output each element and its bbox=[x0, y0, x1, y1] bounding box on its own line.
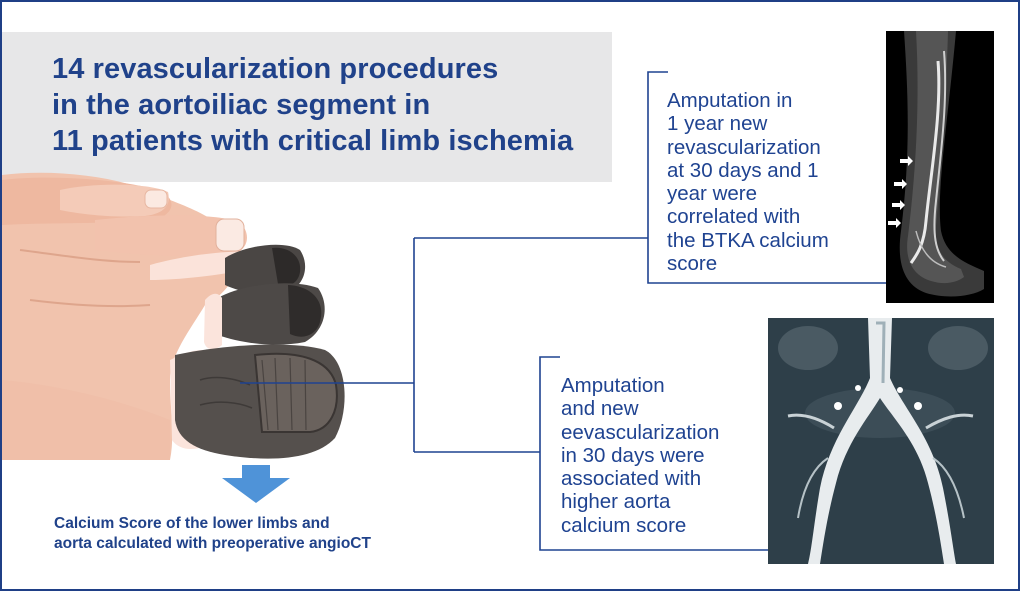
finding-2-line: and new bbox=[561, 397, 639, 421]
gangrenous-foot-illustration bbox=[2, 172, 345, 461]
finding-1-line: the BTKA calcium bbox=[667, 228, 829, 252]
finding-1-line: 1 year new bbox=[667, 112, 768, 136]
leg-angiogram-image bbox=[886, 31, 994, 303]
finding-1-line: year were bbox=[667, 182, 758, 206]
finding-2-line: Amputation bbox=[561, 374, 665, 397]
finding-2-line: associated with bbox=[561, 467, 702, 491]
title-line-3: 11 patients with critical limb ischemia bbox=[52, 125, 574, 157]
finding-1-line: score bbox=[667, 252, 718, 276]
caption-line-1: Calcium Score of the lower limbs and bbox=[54, 515, 330, 532]
finding-2-line: calcium score bbox=[561, 513, 687, 537]
title-line-1: 14 revascularization procedures bbox=[52, 53, 499, 85]
finding-1-line: at 30 days and 1 bbox=[667, 158, 819, 182]
finding-2-line: higher aorta bbox=[561, 490, 671, 514]
finding-2-text: Amputation and new eevascularization in … bbox=[561, 374, 719, 537]
finding-1-line: Amputation in bbox=[667, 89, 793, 112]
aorta-angiogram-image bbox=[768, 318, 994, 564]
caption-line-2: aorta calculated with preoperative angio… bbox=[54, 535, 371, 552]
title-box bbox=[2, 32, 612, 182]
finding-1-text: Amputation in 1 year new revascularizati… bbox=[667, 89, 829, 275]
finding-1-line: correlated with bbox=[667, 205, 801, 229]
finding-2-line: eevascularization bbox=[561, 420, 720, 444]
finding-1-line: revascularization bbox=[667, 135, 821, 159]
title-line-2: in the aortoiliac segment in bbox=[52, 89, 431, 121]
finding-2-line: in 30 days were bbox=[561, 443, 705, 467]
